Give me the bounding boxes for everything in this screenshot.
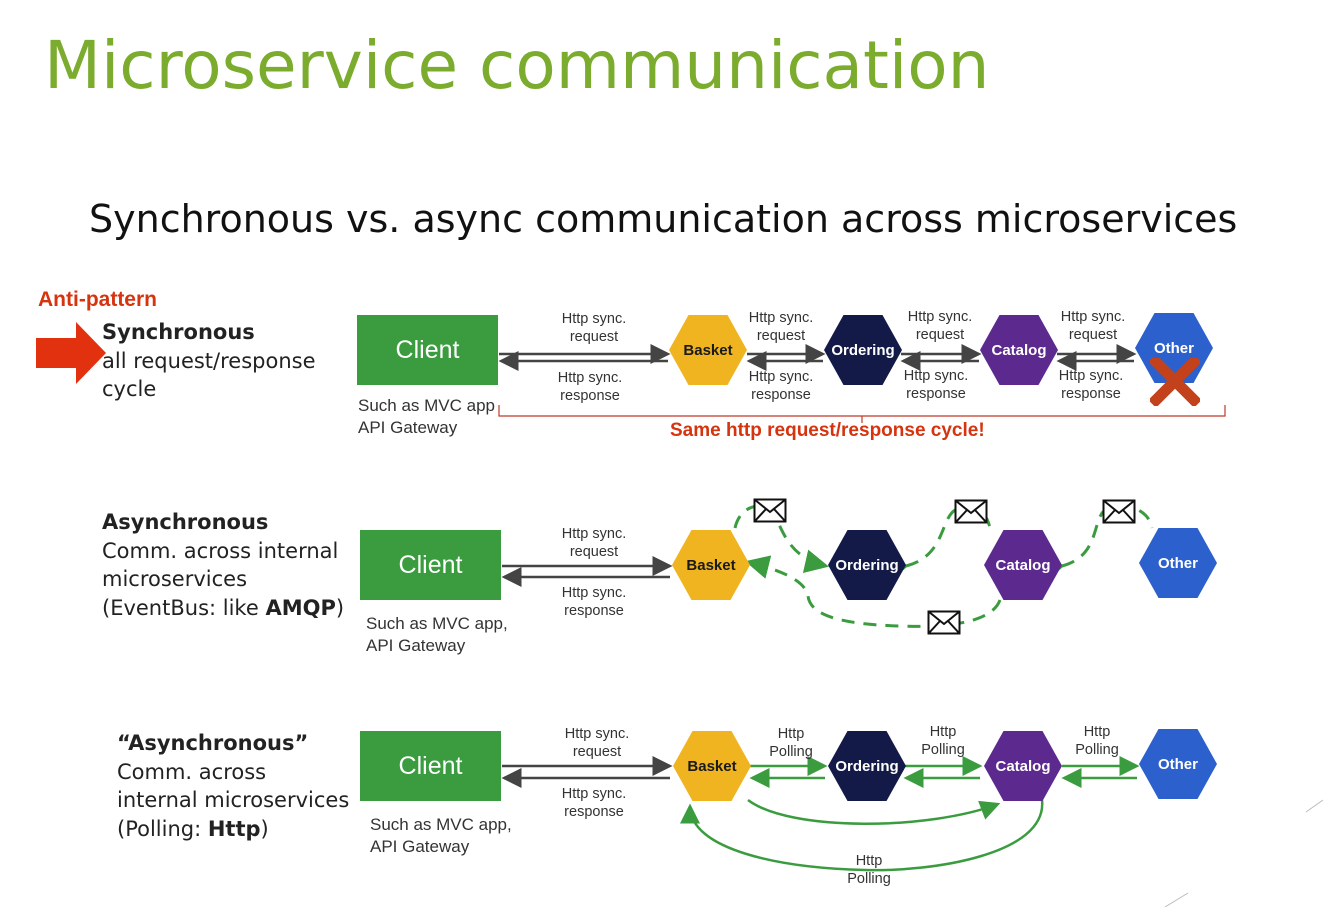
async-client-request-label: Http sync.request bbox=[561, 526, 627, 560]
sync-client-request-label: Http sync.request bbox=[561, 311, 627, 345]
sync-catalog-response-label: Http sync.response bbox=[1058, 368, 1124, 402]
polling-description: “Asynchronous” Comm. across internal mic… bbox=[117, 729, 349, 843]
slide-title: Microservice communication bbox=[44, 27, 990, 104]
polling-heading: “Asynchronous” bbox=[117, 731, 309, 755]
polling-line-2: internal microservices bbox=[117, 788, 350, 812]
sync-client-response-label: Http sync.response bbox=[557, 370, 623, 404]
client-note-polling: Such as MVC app,API Gateway bbox=[370, 815, 512, 856]
async-client-arrows bbox=[501, 556, 673, 587]
polling-line-1: Comm. across bbox=[117, 759, 267, 784]
ordering-service-async: Ordering bbox=[828, 530, 906, 600]
envelope-icon bbox=[753, 498, 787, 523]
red-x-icon bbox=[1150, 358, 1200, 406]
ordering-service-polling: Ordering bbox=[828, 731, 906, 801]
anti-pattern-label: Anti-pattern bbox=[38, 288, 157, 311]
async-line-2: microservices bbox=[102, 567, 248, 591]
polling-client-arrows bbox=[501, 756, 673, 788]
sync-ordering-request-label: Http sync.request bbox=[907, 309, 973, 343]
other-service-polling: Other bbox=[1139, 729, 1217, 799]
basket-service-async: Basket bbox=[672, 530, 750, 600]
catalog-service-polling: Catalog bbox=[984, 731, 1062, 801]
async-heading: Asynchronous bbox=[102, 510, 269, 534]
sync-arrows bbox=[498, 344, 1137, 371]
client-box-sync: Client bbox=[357, 315, 498, 385]
envelope-icon bbox=[927, 610, 961, 635]
polling-arrows bbox=[680, 756, 1140, 872]
envelope-icon bbox=[1102, 499, 1136, 524]
polling-http-line: (Polling: Http) bbox=[117, 816, 269, 841]
catalog-service-async: Catalog bbox=[984, 530, 1062, 600]
sync-description: Synchronous all request/response cycle bbox=[102, 318, 316, 404]
sync-line-2: cycle bbox=[102, 377, 157, 401]
sync-basket-response-label: Http sync.response bbox=[748, 369, 814, 403]
polling-client-response-label: Http sync.response bbox=[561, 786, 627, 820]
client-note-async: Such as MVC app,API Gateway bbox=[366, 614, 508, 655]
async-description: Asynchronous Comm. across internal micro… bbox=[102, 508, 344, 622]
cycle-bracket bbox=[498, 405, 1226, 423]
async-line-1: Comm. across internal bbox=[102, 538, 339, 563]
sync-ordering-response-label: Http sync.response bbox=[903, 368, 969, 402]
async-eventbus-line: (EventBus: like AMQP) bbox=[102, 595, 345, 620]
envelope-icon bbox=[954, 499, 988, 524]
slide-subtitle: Synchronous vs. async communication acro… bbox=[89, 197, 1238, 241]
client-box-polling: Client bbox=[360, 731, 501, 801]
basket-service-polling: Basket bbox=[673, 731, 751, 801]
other-service-async: Other bbox=[1139, 528, 1217, 598]
red-right-arrow-icon bbox=[36, 322, 106, 384]
sync-basket-request-label: Http sync.request bbox=[748, 310, 814, 344]
event-bus-paths bbox=[733, 504, 1154, 628]
sync-catalog-request-label: Http sync.request bbox=[1060, 309, 1126, 343]
client-box-async: Client bbox=[360, 530, 501, 600]
same-cycle-label: Same http request/response cycle! bbox=[670, 420, 985, 441]
sync-heading: Synchronous bbox=[102, 320, 255, 344]
async-client-response-label: Http sync.response bbox=[561, 585, 627, 619]
polling-client-request-label: Http sync.request bbox=[564, 726, 630, 760]
sync-line-1: all request/response bbox=[102, 348, 316, 373]
